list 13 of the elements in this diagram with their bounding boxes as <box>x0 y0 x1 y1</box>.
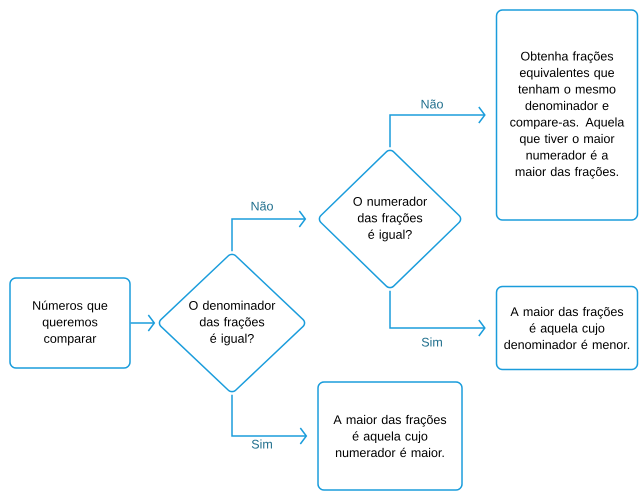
arrow <box>231 394 308 444</box>
process-box: A maior das frações é aquela cujo denominador é menor. <box>496 286 638 370</box>
arrow <box>231 210 306 252</box>
arrow <box>130 314 156 332</box>
edge-label: Sim <box>250 438 274 450</box>
process-box: Obtenha frações equivalentes que tenham o mesmo denominador e compare-as. Aquela que tiver o maior numerador é a maior das frações. <box>496 9 638 221</box>
edge-label: Sim <box>420 336 444 348</box>
edge-label: Não <box>420 98 444 110</box>
arrow <box>389 106 486 148</box>
process-box: A maior das frações é aquela cujo numerador é maior. <box>317 381 463 491</box>
edge-label: Não <box>250 200 274 212</box>
arrow <box>389 290 486 336</box>
process-box: Números que queremos comparar <box>9 277 131 369</box>
